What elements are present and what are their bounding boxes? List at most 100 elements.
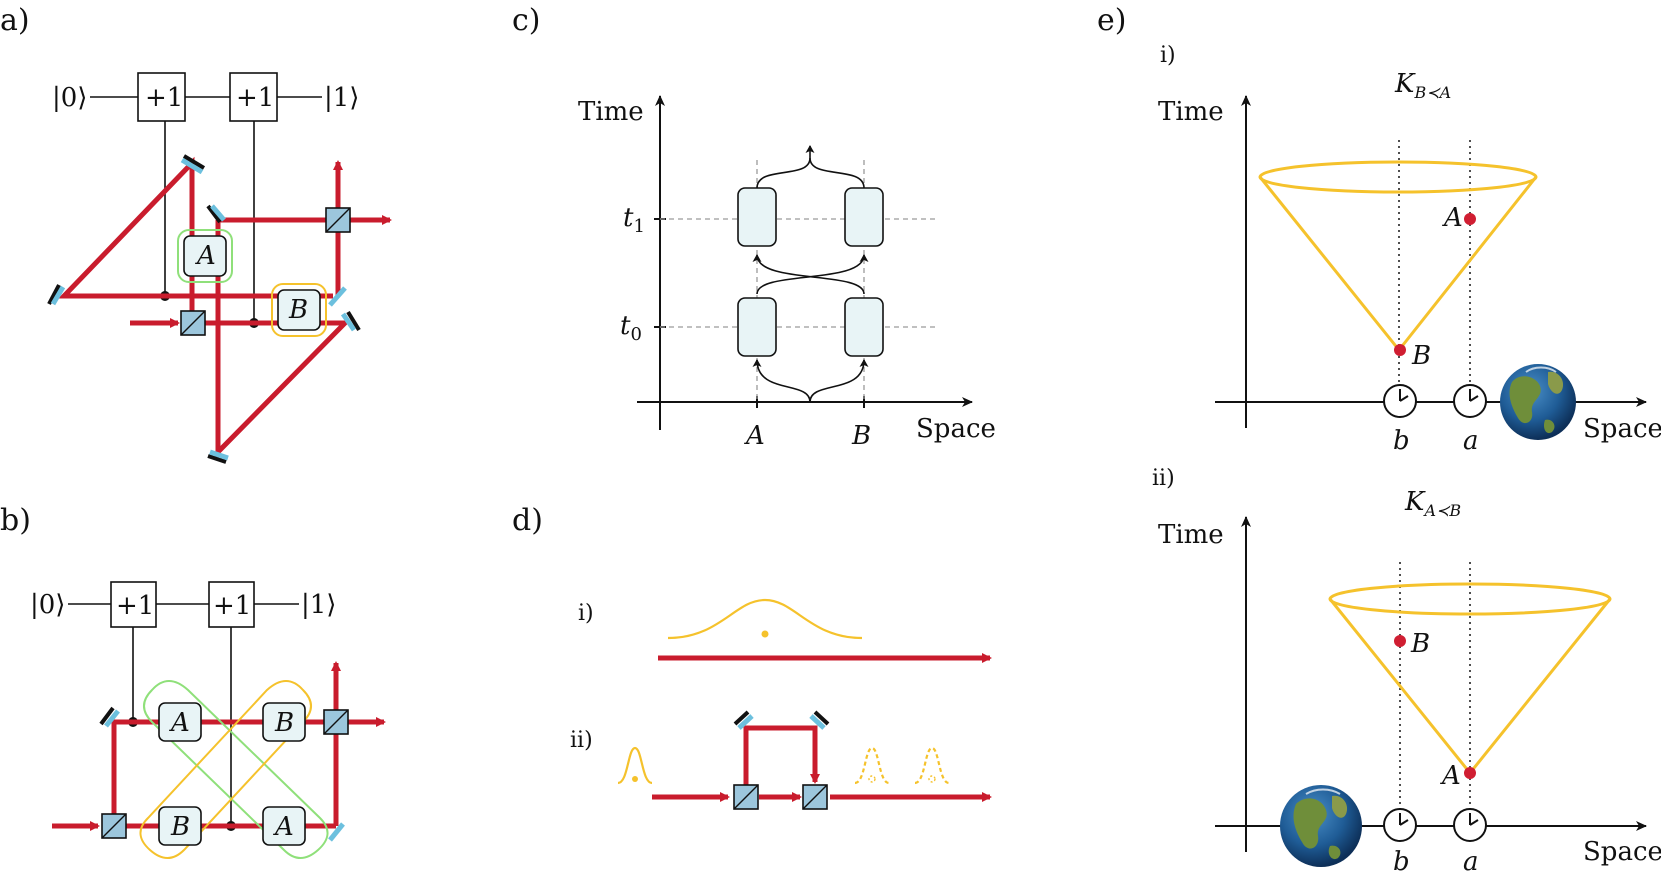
panel-c-label: c) bbox=[512, 3, 541, 38]
ket-in: |0⟩ bbox=[52, 83, 87, 113]
yellow-loop bbox=[139, 680, 312, 859]
process-a-t0 bbox=[737, 297, 777, 357]
device-b-label: B bbox=[288, 295, 308, 325]
sub-i-label: i) bbox=[1160, 43, 1176, 68]
t0-label: t0 bbox=[620, 311, 642, 345]
wave-packet-icon bbox=[617, 746, 653, 785]
device-a-outline bbox=[177, 229, 233, 283]
event-a-label: A bbox=[1442, 203, 1463, 233]
mirror-icon bbox=[328, 286, 347, 307]
time-axis-label: Time bbox=[1158, 520, 1224, 550]
device-a bbox=[183, 235, 227, 277]
mirror-icon bbox=[99, 706, 120, 728]
mirror-icon bbox=[328, 822, 345, 842]
event-b bbox=[1394, 635, 1406, 647]
device-a-bottom bbox=[262, 806, 306, 846]
ket-out: |1⟩ bbox=[324, 83, 359, 113]
wave-packet-icon bbox=[667, 598, 863, 640]
beam-splitter-icon bbox=[802, 784, 828, 810]
gate-1-label: +1 bbox=[116, 591, 154, 621]
device-a-top bbox=[158, 702, 202, 742]
photon-dot-dashed bbox=[928, 775, 936, 783]
process-a-t1 bbox=[737, 187, 777, 247]
device-a-label: A bbox=[195, 241, 216, 271]
device-b-bottom-label: B bbox=[170, 812, 190, 842]
mirror-icon bbox=[206, 204, 226, 224]
mirror-icon bbox=[180, 154, 206, 175]
ket-out: |1⟩ bbox=[301, 590, 336, 620]
light-cone bbox=[1258, 176, 1538, 353]
gate-2-label: +1 bbox=[236, 83, 274, 113]
clock-icon bbox=[1453, 384, 1487, 418]
gate-2-label: +1 bbox=[213, 591, 251, 621]
clock-icon bbox=[1453, 808, 1487, 842]
event-a-label: A bbox=[1440, 761, 1461, 791]
event-b bbox=[1394, 344, 1406, 356]
light-cone-rim bbox=[1258, 160, 1538, 194]
sub-ii-label: ii) bbox=[570, 728, 593, 753]
sub-i-label: i) bbox=[578, 601, 594, 626]
panel-e-ii: ii) KA≺B Time Space B A bbox=[1152, 466, 1661, 874]
photon-dot bbox=[632, 776, 638, 782]
panel-e: e) i) KB≺A Time Space A B bbox=[1097, 3, 1661, 874]
photon-dot-dashed bbox=[868, 775, 876, 783]
clock-b-label: b bbox=[1393, 847, 1410, 874]
earth-icon bbox=[1280, 785, 1362, 867]
x-b-label: B bbox=[851, 421, 871, 451]
event-a bbox=[1464, 213, 1476, 225]
device-a-bottom-label: A bbox=[273, 812, 294, 842]
space-axis-label: Space bbox=[1583, 837, 1661, 867]
beam-splitter-icon bbox=[323, 709, 349, 735]
optical-beams bbox=[652, 725, 992, 802]
space-axis-label: Space bbox=[916, 414, 996, 444]
x-a-label: A bbox=[744, 421, 765, 451]
green-loop bbox=[143, 680, 329, 859]
optical-beams bbox=[58, 156, 392, 459]
photon-dot bbox=[761, 630, 769, 638]
panel-b-label: b) bbox=[0, 503, 31, 538]
event-b-label: B bbox=[1411, 341, 1431, 371]
panel-a-label: a) bbox=[0, 3, 30, 38]
process-b-t0 bbox=[844, 297, 884, 357]
panel-d: d) i) ii) bbox=[512, 503, 992, 810]
beam-splitter-icon bbox=[733, 784, 759, 810]
device-b-top bbox=[262, 702, 306, 742]
time-axis-label: Time bbox=[578, 97, 644, 127]
panel-b: b) |0⟩ +1 +1 |1⟩ bbox=[0, 503, 386, 859]
device-b-bottom bbox=[158, 806, 202, 846]
clock-a-label: a bbox=[1463, 847, 1479, 874]
title-k-ab: KA≺B bbox=[1404, 487, 1461, 520]
t1-label: t1 bbox=[623, 203, 645, 237]
panel-a: a) |0⟩ +1 +1 |1⟩ bbox=[0, 3, 392, 464]
mirror-icon bbox=[733, 710, 754, 730]
device-b-outline bbox=[271, 283, 327, 337]
space-axis-label: Space bbox=[1583, 414, 1661, 444]
clock-a-label: a bbox=[1463, 426, 1479, 456]
event-a bbox=[1464, 767, 1476, 779]
light-cone bbox=[1328, 598, 1612, 776]
panel-e-label: e) bbox=[1097, 3, 1126, 38]
title-k-ba: KB≺A bbox=[1394, 69, 1451, 102]
earth-icon bbox=[1500, 364, 1576, 440]
panel-c: c) Time Space t1 t0 A B bbox=[512, 3, 996, 451]
sub-ii-label: ii) bbox=[1152, 466, 1175, 491]
mirror-icon bbox=[207, 449, 229, 464]
process-paths bbox=[752, 145, 869, 403]
gate-1-label: +1 bbox=[145, 83, 183, 113]
beam-splitter-icon bbox=[180, 310, 206, 336]
beam-splitter-icon bbox=[325, 207, 351, 233]
optical-beams bbox=[52, 661, 386, 831]
ket-in: |0⟩ bbox=[30, 590, 65, 620]
mirror-icon bbox=[47, 284, 66, 306]
panel-d-label: d) bbox=[512, 503, 543, 538]
time-axis-label: Time bbox=[1158, 97, 1224, 127]
device-b bbox=[277, 289, 321, 331]
process-b-t1 bbox=[844, 187, 884, 247]
event-b-label: B bbox=[1410, 629, 1430, 659]
device-b-top-label: B bbox=[274, 708, 294, 738]
wave-packet-icon bbox=[854, 746, 890, 785]
clock-b-label: b bbox=[1393, 426, 1410, 456]
device-a-top-label: A bbox=[169, 708, 190, 738]
wave-packet-icon bbox=[914, 746, 950, 785]
